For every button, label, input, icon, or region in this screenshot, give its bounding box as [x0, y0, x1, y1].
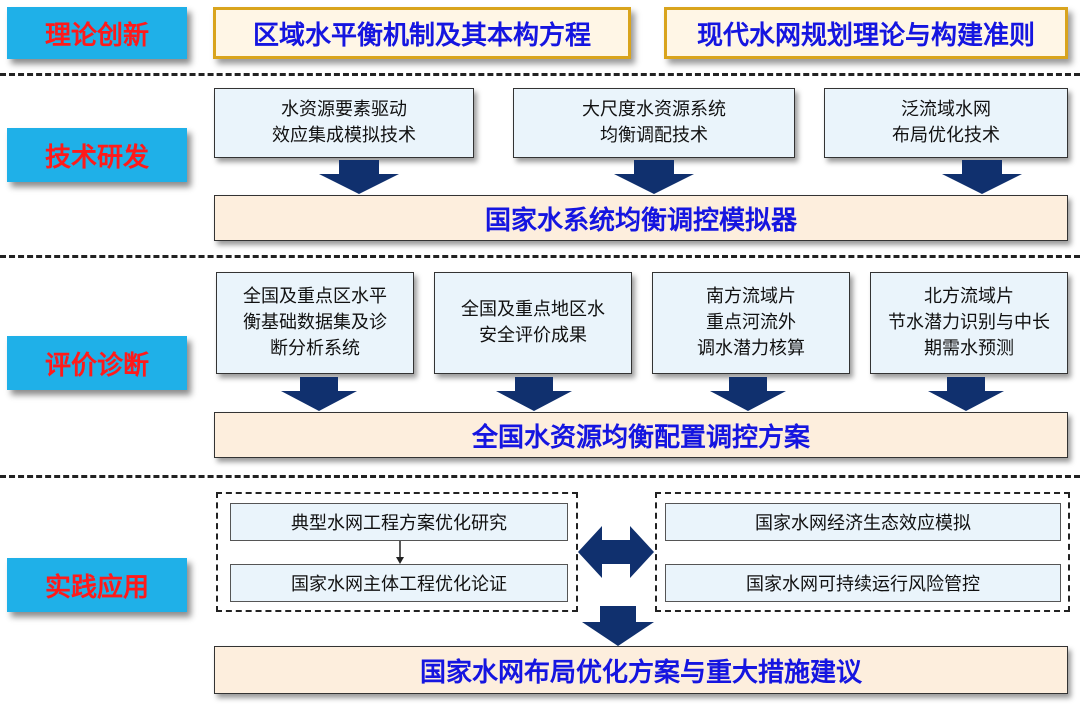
eval-box-line: 北方流域片 [924, 286, 1014, 307]
down-arrow-icon [319, 160, 399, 194]
practice-box-typical: 典型水网工程方案优化研究 [230, 503, 568, 541]
down-arrow-icon [496, 377, 572, 411]
eval-box-line: 重点河流外 [706, 312, 796, 333]
down-arrow-icon [928, 377, 1004, 411]
theory-box-water-network: 现代水网规划理论与构建准则 [664, 7, 1068, 59]
practice-box-main-engineering: 国家水网主体工程优化论证 [230, 564, 568, 602]
result-final-plan: 国家水网布局优化方案与重大措施建议 [214, 646, 1068, 694]
tech-box-line: 效应集成模拟技术 [272, 125, 416, 146]
section-divider [0, 475, 1080, 478]
eval-box-line: 节水潜力识别与中长 [888, 312, 1050, 333]
result-allocation-plan: 全国水资源均衡配置调控方案 [214, 412, 1068, 458]
tech-box-line: 大尺度水资源系统 [582, 99, 726, 120]
section-label-practice: 实践应用 [7, 558, 187, 612]
eval-box-south: 南方流域片 重点河流外 调水潜力核算 [652, 272, 850, 374]
eval-box-line: 全国及重点地区水 [461, 299, 605, 320]
eval-box-line: 安全评价成果 [479, 325, 587, 346]
tech-box-line: 泛流域水网 [901, 99, 991, 120]
section-divider [0, 255, 1080, 258]
eval-box-line: 南方流域片 [706, 286, 796, 307]
down-arrow-icon [582, 606, 654, 646]
bidirectional-arrow-icon [578, 526, 654, 578]
tech-box-simulation: 水资源要素驱动 效应集成模拟技术 [214, 88, 474, 158]
eval-box-north: 北方流域片 节水潜力识别与中长 期需水预测 [870, 272, 1068, 374]
tech-box-line: 布局优化技术 [892, 125, 1000, 146]
section-label-theory: 理论创新 [7, 7, 187, 59]
practice-box-economic: 国家水网经济生态效应模拟 [665, 503, 1061, 541]
practice-group-engineering [216, 492, 578, 612]
small-down-arrow-icon [396, 541, 404, 564]
tech-box-line: 均衡调配技术 [600, 125, 708, 146]
section-divider [0, 73, 1080, 76]
tech-box-line: 水资源要素驱动 [281, 99, 407, 120]
result-simulator: 国家水系统均衡调控模拟器 [214, 195, 1068, 241]
section-label-eval: 评价诊断 [7, 336, 187, 390]
theory-box-water-balance: 区域水平衡机制及其本构方程 [213, 7, 631, 59]
practice-group-effects [655, 492, 1070, 612]
tech-box-allocation: 大尺度水资源系统 均衡调配技术 [513, 88, 795, 158]
eval-box-line: 断分析系统 [270, 338, 360, 359]
down-arrow-icon [942, 160, 1022, 194]
down-arrow-icon [614, 160, 694, 194]
eval-box-line: 全国及重点区水平 [243, 286, 387, 307]
eval-box-security: 全国及重点地区水 安全评价成果 [434, 272, 632, 374]
practice-box-risk: 国家水网可持续运行风险管控 [665, 564, 1061, 602]
eval-box-line: 调水潜力核算 [697, 338, 805, 359]
down-arrow-icon [281, 377, 357, 411]
eval-box-line: 期需水预测 [924, 338, 1014, 359]
eval-box-dataset: 全国及重点区水平 衡基础数据集及诊 断分析系统 [216, 272, 414, 374]
eval-box-line: 衡基础数据集及诊 [243, 312, 387, 333]
down-arrow-icon [710, 377, 786, 411]
tech-box-layout: 泛流域水网 布局优化技术 [824, 88, 1068, 158]
section-label-tech: 技术研发 [7, 128, 187, 182]
